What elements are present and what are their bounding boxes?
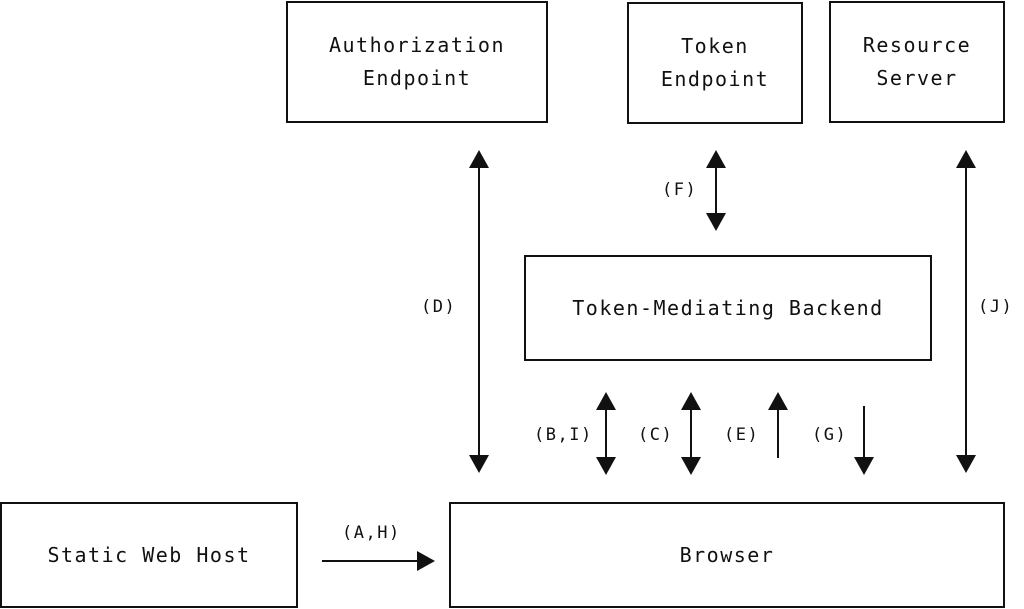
authorization-endpoint-box: Authorization Endpoint bbox=[286, 1, 548, 123]
arrow-j bbox=[956, 150, 976, 473]
edge-label-f: (F) bbox=[662, 180, 698, 200]
arrow-bi bbox=[596, 392, 616, 475]
browser-label: Browser bbox=[679, 542, 775, 567]
static-web-host-box: Static Web Host bbox=[0, 502, 298, 608]
static-web-host-label: Static Web Host bbox=[47, 542, 251, 567]
authorization-endpoint-label-line1: Authorization bbox=[328, 33, 506, 57]
token-endpoint-box: Token Endpoint bbox=[627, 2, 803, 124]
arrow-c bbox=[681, 392, 701, 475]
edge-label-d: (D) bbox=[421, 297, 457, 317]
edge-label-ah: (A,H) bbox=[342, 523, 401, 543]
edge-label-e: (E) bbox=[724, 425, 760, 445]
edge-label-c: (C) bbox=[638, 425, 674, 445]
arrow-d bbox=[469, 150, 489, 473]
token-mediating-backend-box: Token-Mediating Backend bbox=[524, 255, 932, 361]
arrow-g bbox=[854, 406, 874, 475]
arrow-f bbox=[706, 150, 726, 231]
authorization-endpoint-label-line2: Endpoint bbox=[362, 66, 472, 90]
token-endpoint-label-line2: Endpoint bbox=[660, 67, 770, 91]
edge-label-g: (G) bbox=[812, 425, 848, 445]
resource-server-label-line1: Resource bbox=[862, 33, 972, 57]
arrow-e bbox=[768, 392, 788, 458]
edge-label-bi: (B,I) bbox=[534, 425, 593, 445]
resource-server-label-line2: Server bbox=[876, 66, 958, 90]
token-mediating-backend-label: Token-Mediating Backend bbox=[572, 295, 884, 320]
browser-box: Browser bbox=[449, 502, 1005, 608]
token-endpoint-label-line1: Token bbox=[681, 34, 749, 58]
edge-label-j: (J) bbox=[978, 297, 1014, 317]
resource-server-box: Resource Server bbox=[829, 1, 1005, 123]
arrow-ah bbox=[322, 551, 435, 571]
